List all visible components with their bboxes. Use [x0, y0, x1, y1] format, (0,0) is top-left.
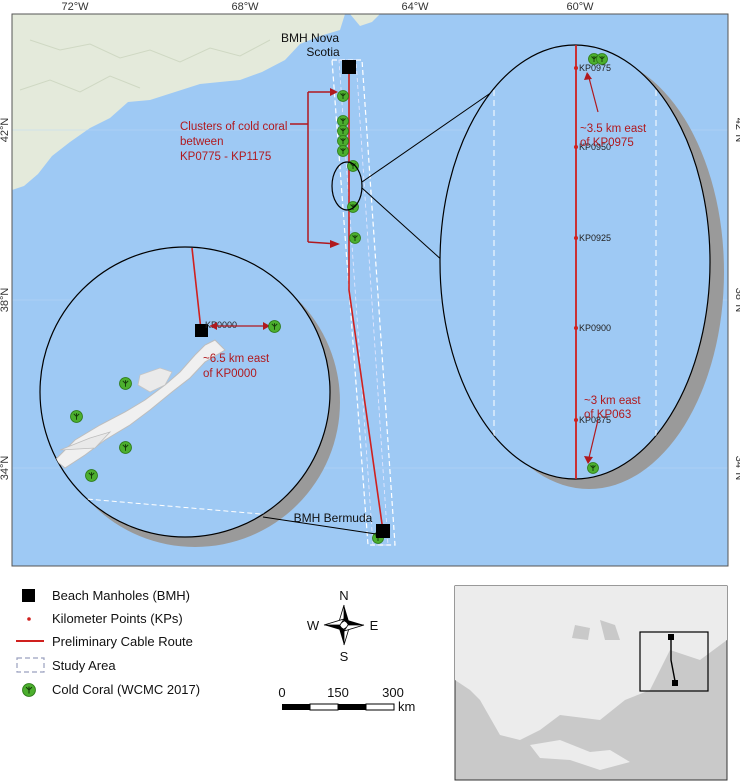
scale-unit: km: [398, 699, 415, 714]
bermuda-note-line1: ~6.5 km east: [203, 353, 270, 365]
coral-cluster-inset: KP0975 KP0950 KP0925 KP0900 KP0875 ~3.5 …: [439, 44, 724, 489]
lon-label-64w: 64°W: [401, 1, 429, 13]
black-square-icon: [22, 589, 35, 602]
cluster-note-line3: KP0775 - KP1175: [180, 151, 271, 163]
cluster-note-line2: between: [180, 136, 223, 148]
compass-e: E: [370, 618, 379, 633]
lat-label-left-42n: 42°N: [0, 118, 11, 143]
inset-kp-label-0975: KP0975: [579, 63, 611, 73]
scale-tick-150: 150: [327, 685, 349, 700]
legend: Beach Manholes (BMH) Kilometer Points (K…: [16, 588, 200, 697]
lat-label-right-42n: 42°N: [733, 118, 740, 143]
legend-label-bmh: Beach Manholes (BMH): [52, 588, 190, 603]
inset-kp-label-0875: KP0875: [579, 415, 611, 425]
inset-kp-label-0925: KP0925: [579, 233, 611, 243]
north-arrow: N S E W: [307, 588, 379, 664]
scale-bar: 0 150 300 km: [278, 685, 415, 714]
main-map: 72°W 68°W 64°W 60°W 42°N 38°N 34°N 42°N …: [0, 1, 740, 567]
inset-note-bottom-line1: ~3 km east: [584, 395, 641, 407]
dashed-box-icon: [16, 657, 45, 673]
bmh-nova-scotia-label-line1: BMH Nova: [281, 31, 339, 45]
compass-n: N: [339, 588, 348, 603]
red-dot-icon: [27, 617, 31, 621]
scale-tick-0: 0: [278, 685, 285, 700]
bmh-nova-scotia-label-line2: Scotia: [306, 45, 340, 59]
land-mass: [12, 14, 345, 190]
bmh-nova-scotia-marker: [342, 60, 356, 74]
compass-w: W: [307, 618, 320, 633]
inset-note-bottom-line2: of KP063: [584, 409, 631, 421]
lat-label-left-38n: 38°N: [0, 288, 11, 313]
lat-label-right-34n: 34°N: [733, 456, 740, 481]
legend-label-study-area: Study Area: [52, 658, 116, 673]
bermuda-inset-bmh: [195, 324, 208, 337]
legend-label-kps: Kilometer Points (KPs): [52, 611, 183, 626]
lon-label-72w: 72°W: [61, 1, 89, 13]
cable-route: [348, 66, 384, 532]
lat-label-left-34n: 34°N: [0, 456, 11, 481]
inset-kp-label-0900: KP0900: [579, 323, 611, 333]
cluster-note-line1: Clusters of cold coral: [180, 121, 287, 133]
green-coral-icon: [22, 683, 36, 697]
lat-label-right-38n: 38°N: [733, 288, 740, 313]
compass-s: S: [340, 649, 349, 664]
legend-label-coral: Cold Coral (WCMC 2017): [52, 682, 200, 697]
inset-kp-label-0950: KP0950: [579, 142, 611, 152]
lon-label-68w: 68°W: [231, 1, 259, 13]
bermuda-note-line2: of KP0000: [203, 368, 257, 380]
legend-label-cable: Preliminary Cable Route: [52, 634, 193, 649]
bermuda-inset: KP0000 ~6.5 km east of KP0000: [39, 246, 377, 547]
bermuda-kp-label: KP0000: [205, 320, 237, 330]
inset-note-top-line2: of KP0975: [580, 137, 634, 149]
lon-label-60w: 60°W: [566, 1, 594, 13]
locator-map: [454, 585, 728, 781]
zoom-source-ellipse: [331, 161, 363, 211]
scale-tick-300: 300: [382, 685, 404, 700]
inset-note-top-line1: ~3.5 km east: [580, 123, 647, 135]
bmh-bermuda-marker: [376, 524, 390, 538]
bmh-bermuda-label: BMH Bermuda: [294, 511, 373, 525]
